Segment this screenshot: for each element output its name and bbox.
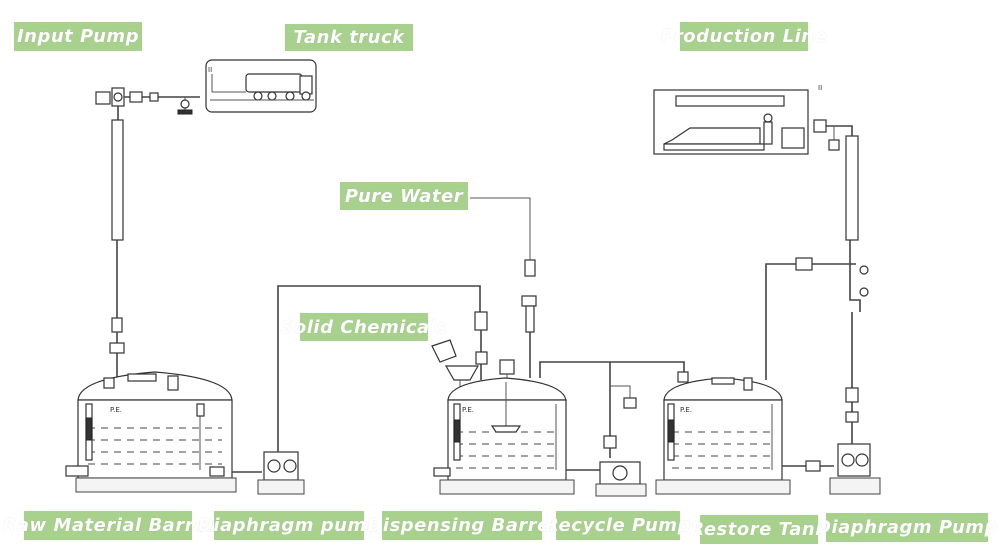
- dispensing-barrel-label: Dispensing Barrel: [367, 511, 556, 540]
- diaphragm-pump-1-label: Diaphragm pump: [198, 511, 380, 540]
- pure-water-line: [470, 197, 537, 378]
- tank-truck-graphic: II: [205, 59, 317, 113]
- recycle-pump-graphic: [595, 461, 647, 497]
- dispensing-barrel-tank: P.E.: [433, 377, 575, 495]
- restore-tank: P.E.: [655, 371, 791, 495]
- diaphragm-pump-2-label: Diaphragm Pump: [816, 513, 997, 542]
- solid-chemicals-label: Solid Chemicals: [280, 313, 447, 341]
- restore-tank-mark: P.E.: [680, 406, 692, 414]
- raw-tank-mark: P.E.: [110, 406, 122, 414]
- dispensing-tank-mark: P.E.: [462, 406, 474, 414]
- diaphragm-pump-1-graphic: [257, 285, 481, 495]
- svg-text:II: II: [208, 66, 212, 74]
- raw-material-barrel-label: Raw Material Barrel: [3, 511, 213, 540]
- dispensing-inlet: [474, 311, 515, 386]
- pure-water-label: Pure Water: [340, 182, 468, 210]
- recycle-loop: [539, 361, 685, 471]
- raw-to-pump-pipe: [209, 466, 262, 477]
- input-pump-label: Input Pump: [14, 22, 142, 51]
- svg-text:II: II: [818, 84, 822, 92]
- production-line-graphic: II: [653, 84, 822, 155]
- restore-tank-label: Restore Tank: [690, 515, 827, 544]
- production-line-label: Production Line: [661, 22, 827, 51]
- input-pump-assembly: [95, 87, 200, 115]
- solid-chemicals-hopper: [431, 339, 480, 388]
- return-line: [765, 257, 856, 472]
- diaphragm-pump-2-graphic: [829, 312, 881, 495]
- raw-material-barrel-tank: P.E.: [65, 371, 237, 493]
- production-feed: [813, 119, 869, 312]
- tank-truck-label: Tank truck: [285, 24, 413, 51]
- recycle-pump-label: Recycle Pump: [545, 511, 690, 540]
- input-pipe: [109, 106, 125, 382]
